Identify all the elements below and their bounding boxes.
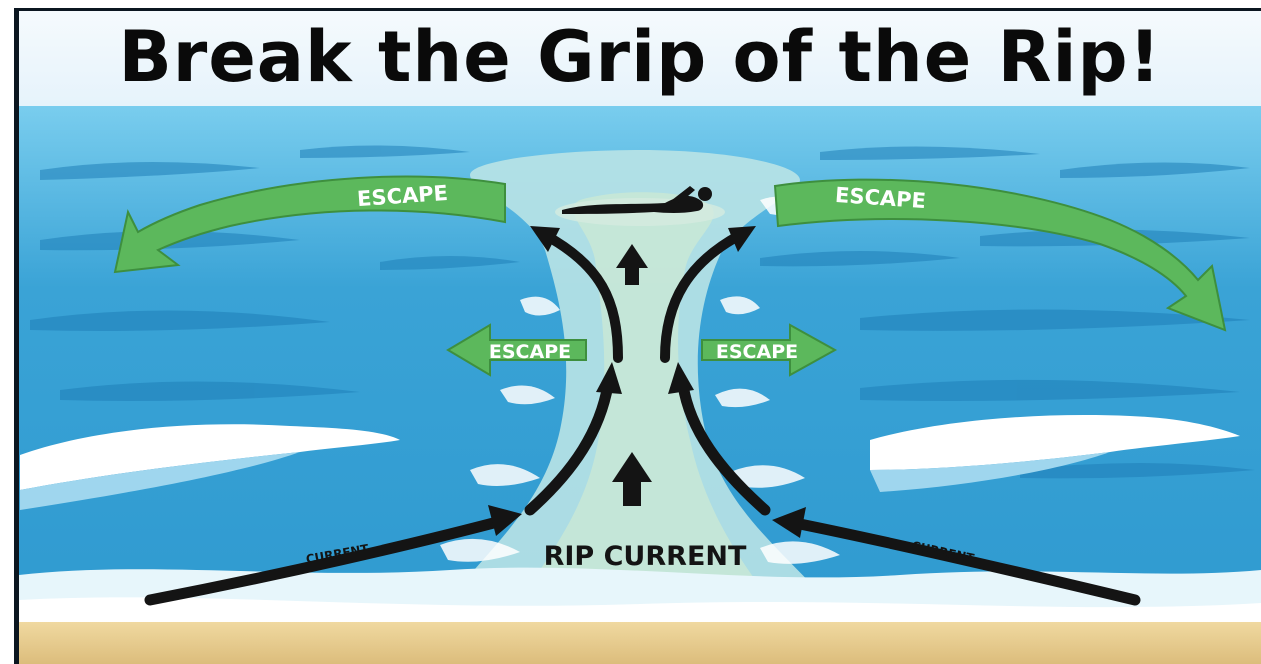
- rip-current-label: RIP CURRENT: [544, 541, 747, 572]
- sand: [19, 622, 1261, 664]
- poster-frame-top: [14, 8, 1261, 11]
- escape-label-mid-right: ESCAPE: [716, 341, 798, 363]
- escape-label-mid-left: ESCAPE: [489, 341, 571, 363]
- poster-frame-left: [14, 8, 19, 664]
